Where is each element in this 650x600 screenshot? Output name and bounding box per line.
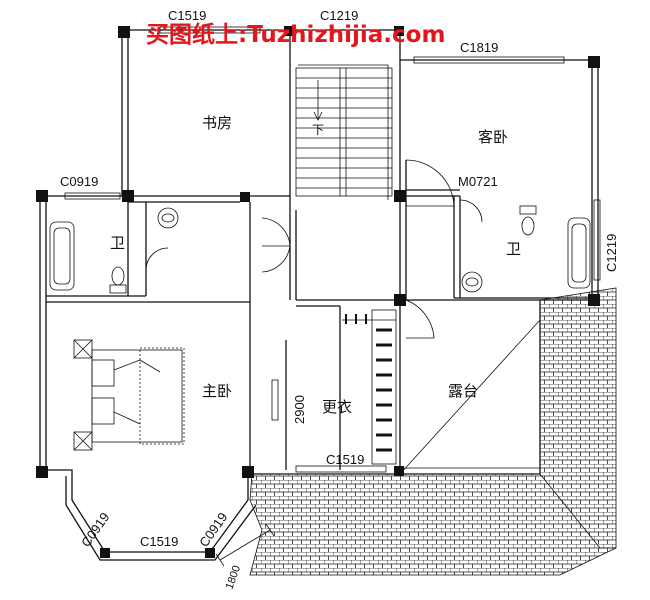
window-code-bay-center: C1519	[140, 534, 178, 549]
dimension-dressing-height: 2900	[292, 395, 307, 424]
room-label-dressing-room: 更衣	[322, 398, 352, 416]
bathroom-fixtures-right	[461, 205, 591, 293]
window-code-study-top: C1519	[168, 8, 206, 23]
room-label-study: 书房	[202, 114, 232, 132]
dimension-line-bay	[215, 523, 275, 567]
room-label-bathroom-left: 卫	[110, 234, 125, 252]
wardrobe-hangers	[342, 309, 397, 465]
window-code-bay-left: C0919	[78, 510, 112, 550]
window-code-bath-left: C0919	[60, 174, 98, 189]
bathroom-fixtures-left	[49, 207, 179, 294]
window-code-bath-right: C1219	[604, 234, 619, 272]
window-code-dressing-bottom: C1519	[326, 452, 364, 467]
window-code-bay-right: C0919	[196, 510, 230, 550]
watermark-text: 买图纸上:Tuzhizhijia.com	[146, 21, 445, 48]
interior-walls	[46, 60, 598, 474]
window-code-guest-top: C1819	[460, 40, 498, 55]
door-code-guest: M0721	[458, 174, 498, 189]
windows	[64, 26, 601, 473]
staircase	[295, 67, 393, 197]
room-label-guest-bedroom: 客卧	[478, 128, 508, 146]
structural-columns	[36, 26, 600, 558]
room-label-terrace: 露台	[448, 382, 478, 400]
roof-tiles-bottom	[249, 473, 617, 576]
stairs-down-label: 下	[312, 123, 324, 137]
room-label-bathroom-right: 卫	[506, 240, 521, 258]
exterior-walls	[39, 29, 599, 561]
room-label-master-bedroom: 主卧	[202, 382, 232, 400]
master-bed	[73, 339, 185, 451]
dimension-bay: 1800	[224, 564, 244, 591]
door-swings	[145, 159, 541, 475]
window-code-stair-top: C1219	[320, 8, 358, 23]
